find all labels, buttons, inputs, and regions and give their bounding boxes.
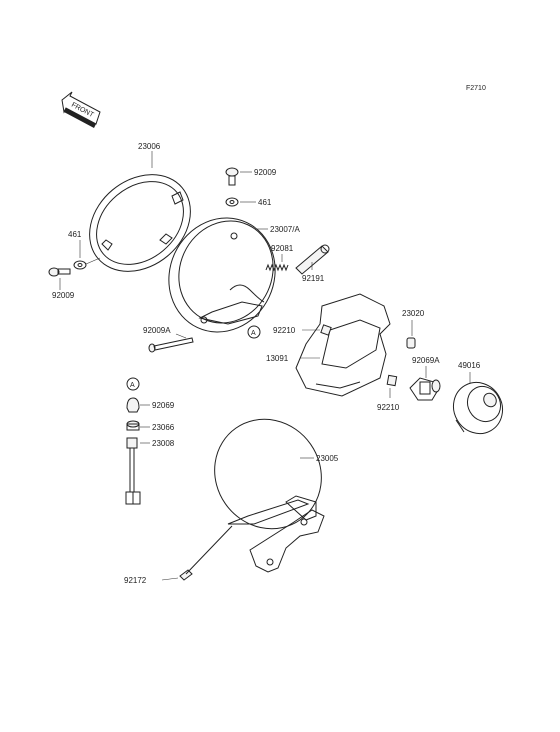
label-23020: 23020 [402, 309, 425, 318]
headlamp-lens [214, 418, 322, 530]
label-23066: 23066 [152, 423, 175, 432]
spring [265, 263, 289, 272]
label-49016: 49016 [458, 361, 481, 370]
callout-a-upper: A [247, 325, 261, 339]
label-92009-top: 92009 [254, 168, 277, 177]
label-92009-left: 92009 [52, 291, 75, 300]
label-92069: 92069 [152, 401, 175, 410]
callout-a-lower: A [126, 377, 140, 391]
label-92191: 92191 [302, 274, 325, 283]
wire-harness [125, 437, 141, 505]
headlamp-rim [89, 174, 191, 272]
washer-left [73, 260, 87, 270]
screw-bottom [179, 525, 233, 581]
nut-top [320, 324, 332, 336]
front-arrow-icon: FRONT [61, 91, 101, 128]
nut-bottom [386, 374, 398, 387]
bolt-long [148, 337, 194, 353]
svg-text:A: A [251, 330, 256, 337]
washer-top [225, 197, 239, 207]
label-461-left: 461 [68, 230, 82, 239]
screw-top [225, 167, 239, 186]
label-13091: 13091 [266, 354, 289, 363]
headlamp-housing [168, 217, 276, 333]
collar [295, 244, 330, 275]
svg-text:A: A [130, 382, 135, 389]
label-461-top: 461 [258, 198, 272, 207]
position-bulb [126, 397, 140, 413]
bulb-socket-rubber [406, 337, 416, 349]
label-92210-top: 92210 [273, 326, 296, 335]
figure-code: F2710 [466, 85, 486, 92]
label-23006: 23006 [138, 142, 161, 151]
label-92172: 92172 [124, 576, 147, 585]
label-23008: 23008 [152, 439, 175, 448]
label-23007a: 23007/A [270, 225, 300, 234]
label-92069a: 92069A [412, 356, 440, 365]
label-92009a: 92009A [143, 326, 171, 335]
headlamp-bulb [409, 377, 441, 401]
label-92081: 92081 [271, 244, 294, 253]
bulb-socket [126, 420, 140, 431]
label-23005: 23005 [316, 454, 339, 463]
screw-left [48, 267, 71, 277]
label-92210-bottom: 92210 [377, 403, 400, 412]
mounting-stay [249, 509, 325, 573]
headlamp-bracket [295, 293, 391, 397]
rubber-boot [452, 381, 504, 435]
